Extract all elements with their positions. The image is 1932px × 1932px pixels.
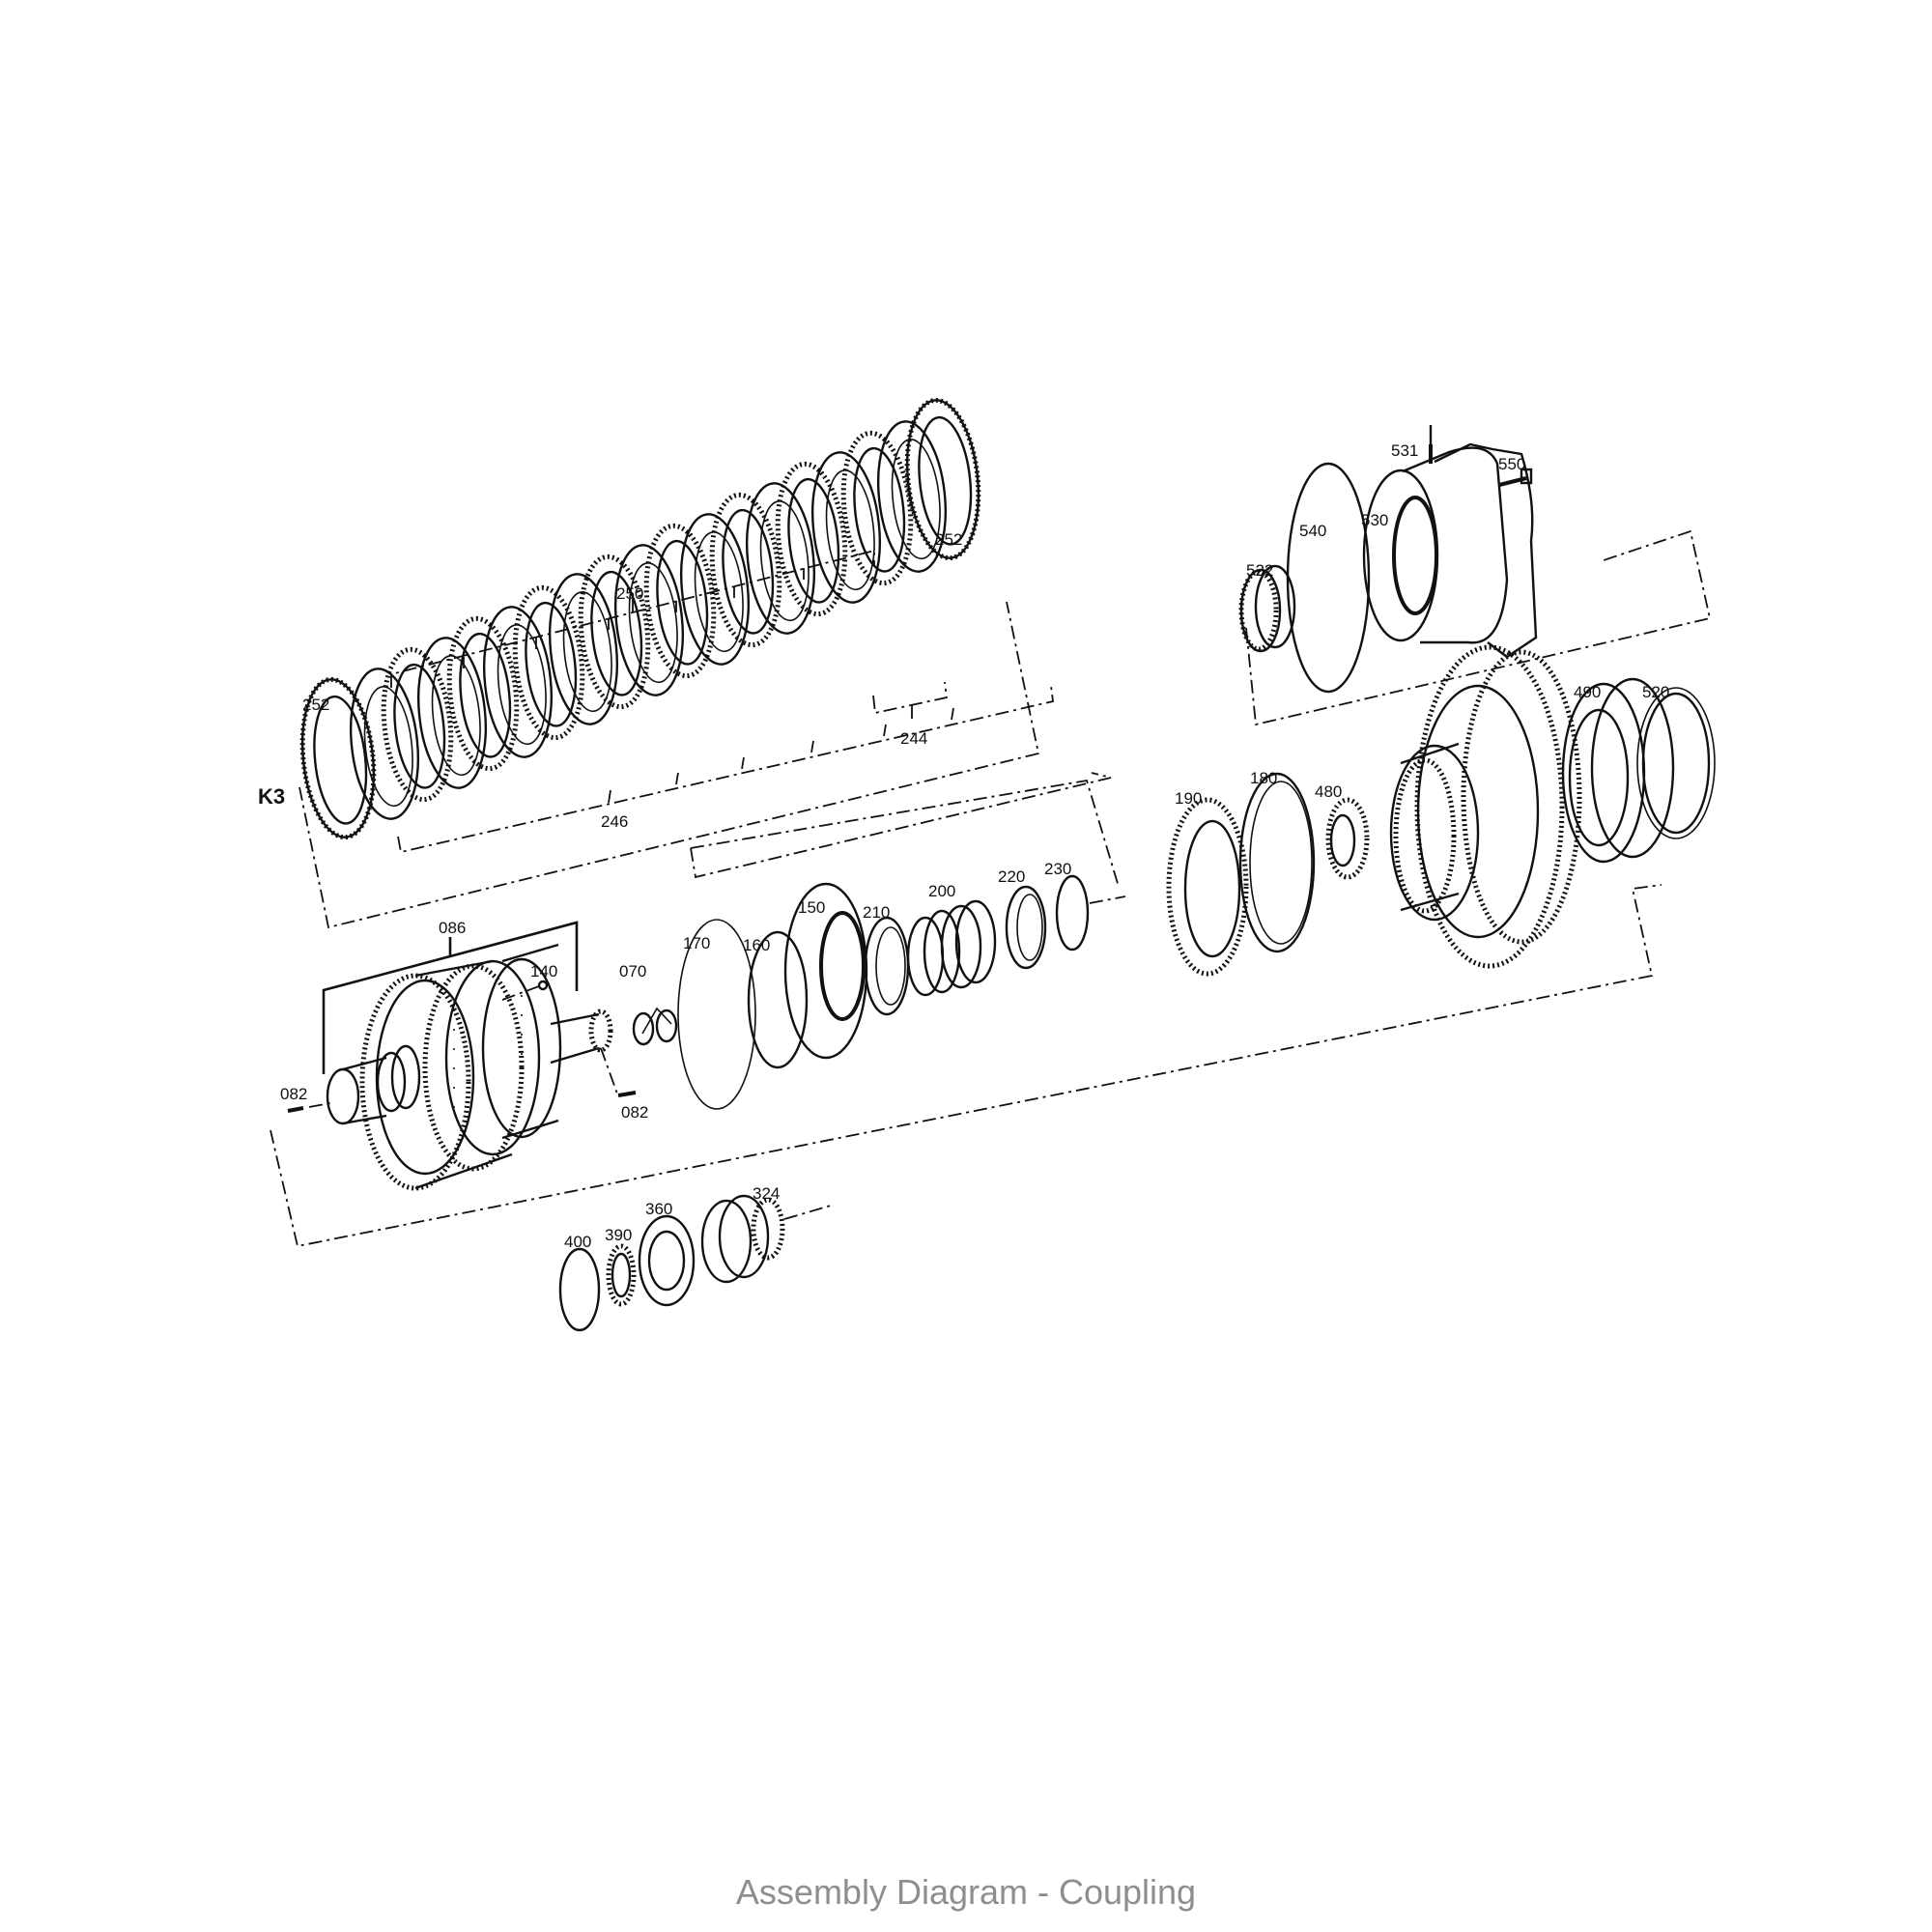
part-label-220: 220 <box>998 867 1025 886</box>
cover-assembly <box>1238 425 1712 726</box>
part-label-246: 246 <box>601 812 628 831</box>
part-label-230: 230 <box>1044 860 1071 878</box>
part-label-360: 360 <box>645 1200 672 1218</box>
part-label-252-right: 252 <box>935 530 962 549</box>
part-label-324: 324 <box>753 1184 780 1203</box>
part-label-400: 400 <box>564 1233 591 1251</box>
part-label-200: 200 <box>928 882 955 900</box>
part-label-070: 070 <box>619 962 646 980</box>
part-label-190: 190 <box>1175 789 1202 808</box>
part-label-531: 531 <box>1391 441 1418 460</box>
clutch-carrier-shaft <box>287 921 637 1191</box>
diagram-caption: Assembly Diagram - Coupling <box>735 1872 1197 1912</box>
part-label-180: 180 <box>1250 769 1277 787</box>
clutch-plate-pack <box>298 397 1054 929</box>
part-label-082-left: 082 <box>280 1085 307 1103</box>
part-label-550: 550 <box>1498 455 1525 473</box>
part-label-522: 522 <box>1246 561 1273 580</box>
part-label-530: 530 <box>1361 511 1388 529</box>
part-label-520: 520 <box>1642 683 1669 701</box>
part-label-480: 480 <box>1315 782 1342 801</box>
gear-assembly <box>270 644 1716 1248</box>
part-label-210: 210 <box>863 903 890 922</box>
group-label-k3: K3 <box>258 784 285 809</box>
part-label-250: 250 <box>616 584 643 603</box>
bearing-assembly <box>558 1194 832 1332</box>
part-label-140: 140 <box>530 962 557 980</box>
part-label-082-right: 082 <box>621 1103 648 1122</box>
part-label-150: 150 <box>798 898 825 917</box>
part-label-086: 086 <box>439 919 466 937</box>
piston-assembly <box>632 772 1126 1110</box>
part-label-390: 390 <box>605 1226 632 1244</box>
part-label-170: 170 <box>683 934 710 952</box>
part-label-490: 490 <box>1574 683 1601 701</box>
part-label-540: 540 <box>1299 522 1326 540</box>
part-label-252-left: 252 <box>302 696 329 714</box>
part-label-244: 244 <box>900 729 927 748</box>
part-label-160: 160 <box>743 936 770 954</box>
